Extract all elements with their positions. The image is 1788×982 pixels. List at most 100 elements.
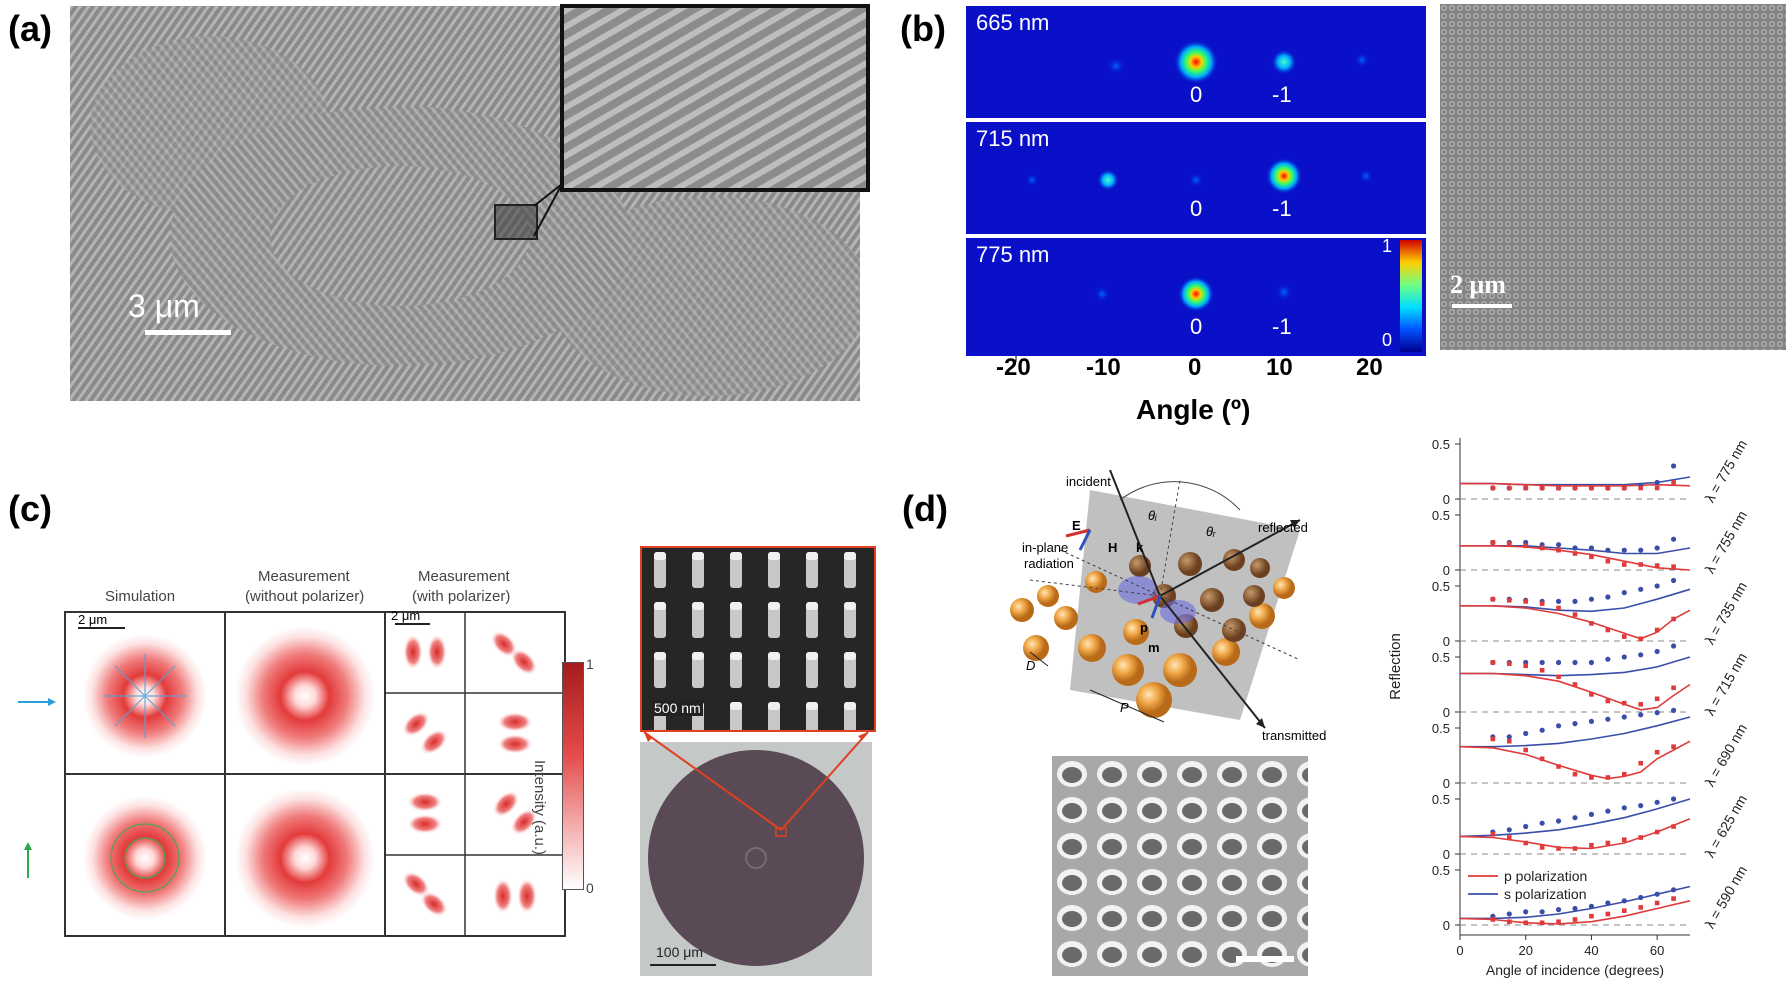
p-data-point: [1589, 913, 1594, 919]
p-data-point: [1523, 747, 1529, 753]
p-data-point: [1638, 760, 1644, 766]
p-data-point: [1605, 698, 1611, 704]
x-tick-label: 0: [1456, 943, 1463, 958]
s-data-point: [1605, 900, 1611, 906]
spot-order-m1: [1271, 49, 1297, 75]
y-axis-title: Reflection: [1387, 633, 1404, 700]
p-data-point: [1671, 616, 1676, 622]
s-data-point: [1506, 734, 1512, 740]
sem-disks-d: [1052, 756, 1308, 976]
p-data-point: [1506, 919, 1512, 924]
tick-label: -10: [1086, 354, 1121, 381]
y-tick-label: 0: [1443, 918, 1450, 933]
colorbar-c: [562, 662, 584, 890]
wavelength-label: λ = 690 nm: [1701, 721, 1750, 789]
p-data-point: [1589, 842, 1594, 848]
s-data-point: [1638, 803, 1644, 809]
col-header-meas1-line1: Measurement: [258, 568, 350, 585]
p-data-point: [1490, 596, 1496, 602]
p-data-point: [1605, 485, 1611, 491]
s-data-point: [1670, 796, 1677, 802]
p-data-point: [1621, 562, 1627, 567]
p-data-point: [1572, 485, 1578, 491]
p-data-point: [1490, 831, 1496, 837]
p-data-point: [1605, 627, 1611, 633]
beam-profile-grid: [18, 611, 566, 937]
label-D: D: [1026, 658, 1036, 673]
s-data-point: [1605, 547, 1611, 553]
s-data-point: [1555, 542, 1562, 548]
s-data-point: [1572, 721, 1578, 727]
wavelength-label-715: 715 nm: [976, 126, 1050, 151]
s-polarization-line: [1460, 716, 1691, 748]
p-data-point: [1506, 598, 1512, 603]
p-polarization-line: [1459, 900, 1691, 925]
s-data-point: [1555, 907, 1562, 913]
x-axis-title-b: Angle (º): [1136, 394, 1251, 425]
s-data-point: [1572, 598, 1578, 604]
p-data-point: [1490, 917, 1496, 922]
order-0-label: 0: [1190, 196, 1203, 221]
s-data-point: [1654, 545, 1660, 551]
s-data-point: [1638, 712, 1644, 718]
p-data-point: [1654, 829, 1660, 835]
p-data-point: [1572, 846, 1578, 851]
y-tick-label: 0: [1443, 705, 1450, 720]
x-tick-label: 60: [1650, 943, 1664, 958]
s-data-point: [1588, 596, 1595, 602]
scattering-schematic: [1010, 470, 1301, 729]
p-data-point: [1671, 824, 1676, 829]
tick-label: 20: [1356, 354, 1383, 381]
s-data-point: [1621, 898, 1627, 904]
y-tick-label: 0.5: [1432, 650, 1450, 665]
p-data-point: [1506, 835, 1512, 840]
colorbar-b-max: 1: [1382, 236, 1393, 256]
panel-label-a: (a): [8, 8, 52, 49]
wavelength-label-775: 775 nm: [976, 242, 1050, 267]
order-m1-label: -1: [1272, 196, 1292, 221]
sem-image-b: [1440, 4, 1786, 350]
s-data-point: [1506, 911, 1512, 917]
s-data-point: [1539, 727, 1545, 733]
label-transmitted: transmitted: [1262, 728, 1327, 743]
s-data-point: [1572, 545, 1578, 551]
s-data-point: [1638, 894, 1644, 901]
p-data-point: [1523, 840, 1529, 846]
y-tick-label: 0: [1443, 492, 1450, 507]
col-header-meas2-line2: (with polarizer): [412, 588, 511, 605]
p-data-point: [1539, 845, 1545, 850]
order-0-label: 0: [1190, 82, 1203, 107]
label-m: m: [1148, 640, 1160, 655]
p-data-point: [1621, 771, 1627, 777]
p-data-point: [1523, 543, 1529, 549]
diffraction-figure: [966, 6, 1426, 362]
scale-sim: 2 μm: [78, 612, 108, 627]
p-data-point: [1589, 621, 1594, 626]
spot-order-m1: [1266, 158, 1302, 194]
panel-label-b: (b): [900, 8, 946, 49]
p-data-point: [1523, 920, 1529, 926]
tick-label: 10: [1266, 354, 1293, 381]
p-polarization-line: [1460, 672, 1691, 711]
s-data-point: [1555, 818, 1562, 824]
s-data-point: [1638, 547, 1644, 553]
p-data-point: [1621, 485, 1627, 491]
s-data-point: [1654, 583, 1660, 589]
s-data-point: [1605, 808, 1611, 814]
scalebar-b: [1452, 304, 1512, 308]
p-data-point: [1490, 660, 1496, 665]
label-theta-i: θᵢ: [1148, 508, 1157, 523]
y-tick-label: 0: [1443, 776, 1450, 791]
p-data-point: [1539, 756, 1545, 762]
p-data-point: [1556, 547, 1561, 553]
p-data-point: [1671, 564, 1676, 569]
spot-order-0: [1174, 40, 1218, 84]
p-data-point: [1556, 919, 1561, 924]
p-data-point: [1589, 775, 1594, 780]
colorbar-c-min: 0: [586, 880, 594, 896]
y-tick-label: 0.5: [1432, 508, 1450, 523]
s-data-point: [1572, 659, 1578, 666]
p-data-point: [1572, 917, 1578, 922]
y-tick-label: 0.5: [1432, 579, 1450, 594]
p-data-point: [1506, 485, 1512, 491]
